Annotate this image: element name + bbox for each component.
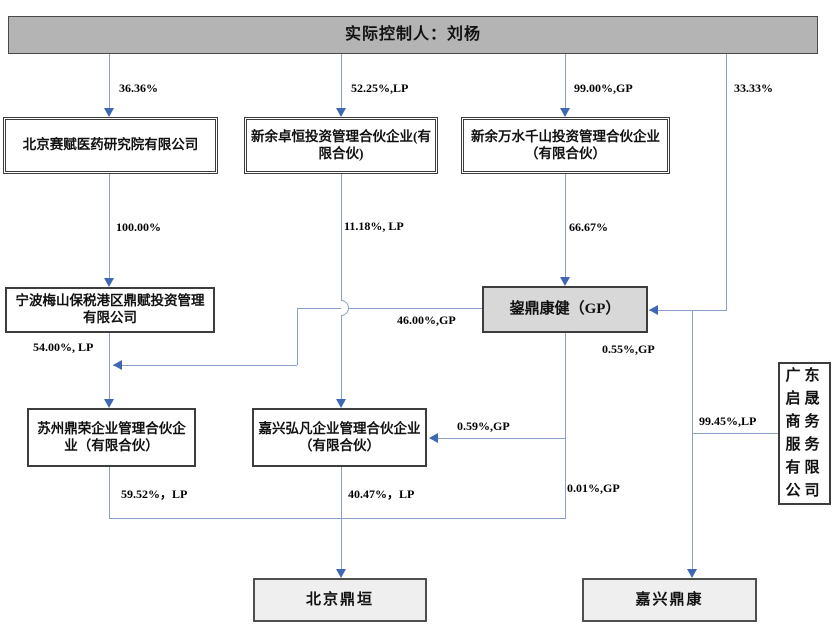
edge-controller-zhuoheng [341,54,342,116]
arrow-into-yunding-right [649,305,658,315]
edge-controller-wanshui [565,54,566,116]
edge-label-33-33: 33.33% [734,81,773,95]
edge-controller-saifu [109,54,110,116]
edge-label-40-47: 40.47%，LP [348,487,415,501]
arrow-into-wanshui [560,108,570,117]
edge-label-11-18: 11.18%, LP [344,219,404,233]
node-actual-controller-label: 实际控制人：刘杨 [344,26,481,43]
edge-yunding-hongfan [430,438,565,439]
node-xinyu-zhuoheng-label: 新余卓恒投资管理合伙企业(有限合伙) [251,128,431,161]
node-yunding-kangjian: 鋆鼎康健（GP） [482,286,648,333]
edge-yunding-suzhou-h1 [297,308,482,309]
edge-label-99-45: 99.45%,LP [699,414,757,428]
edge-wanshui-yunding [565,173,566,281]
edge-yunding-suzhou-v [297,308,298,365]
arrow-into-ningbo [104,278,114,287]
node-xinyu-wanshuiqianshan: 新余万水千山投资管理合伙企业（有限合伙） [461,117,670,174]
node-jiaxing-dingkang-label: 嘉兴鼎康 [635,591,704,608]
node-beijing-saifu-label: 北京赛赋医药研究院有限公司 [22,137,199,153]
node-ningbo-meishan-label: 宁波梅山保税港区鼎赋投资管理有限公司 [15,293,205,325]
edge-controller-yunding-vert [726,54,727,310]
arrow-into-hongfan-right [429,433,438,443]
node-jiaxing-hongfan: 嘉兴弘凡企业管理合伙企业（有限合伙） [252,408,427,467]
node-ningbo-meishan: 宁波梅山保税港区鼎赋投资管理有限公司 [5,287,215,333]
edge-label-99-00: 99.00%,GP [574,81,633,95]
node-guangdong-qisheng: 广东启晟商务服务有限公司 [778,362,831,505]
edge-label-0-59: 0.59%,GP [457,419,510,433]
node-beijing-dingyuan-label: 北京鼎垣 [305,591,374,608]
node-beijing-saifu: 北京赛赋医药研究院有限公司 [3,117,218,174]
node-suzhou-dingrong-label: 苏州鼎荣企业管理合伙企业（有限合伙） [37,420,186,453]
node-yunding-kangjian-label: 鋆鼎康健（GP） [509,301,621,318]
arrow-into-saifu [104,108,114,117]
arrow-into-zhuoheng [336,108,346,117]
node-xinyu-zhuoheng: 新余卓恒投资管理合伙企业(有限合伙) [244,117,438,174]
edge-guangdong-dingkang [692,433,778,434]
edge-label-0-01: 0.01%,GP [567,481,620,495]
edge-suzhou-collector [109,467,110,519]
node-jiaxing-hongfan-label: 嘉兴弘凡企业管理合伙企业（有限合伙） [258,420,421,453]
edge-label-100-00: 100.00% [116,220,161,234]
edge-label-66-67: 66.67% [569,220,608,234]
edge-controller-yunding-horiz [649,310,727,311]
arrow-into-dingkang [687,569,697,578]
node-actual-controller: 实际控制人：刘杨 [8,16,818,54]
edge-saifu-ningbo [109,173,110,283]
edge-label-36-36: 36.36% [119,81,158,95]
edge-label-52-25: 52.25%,LP [351,81,409,95]
edge-label-54-00: 54.00%, LP [33,340,94,354]
edge-label-59-52: 59.52%，LP [121,487,188,501]
edge-label-46-00: 46.00%,GP [397,313,456,327]
node-guangdong-qisheng-label: 广东启晟商务服务有限公司 [785,367,824,499]
node-jiaxing-dingkang: 嘉兴鼎康 [582,578,757,622]
arrow-into-yunding-top [560,277,570,286]
edge-yunding-dingkang-vert [692,310,693,572]
edge-yunding-bottom-vert [565,333,566,518]
arrow-into-suzhou [104,399,114,408]
arrow-into-dingyuan [336,569,346,578]
edge-zhuoheng-hongfan-upper [341,173,342,300]
edge-collector-dingyuan [109,518,566,519]
edge-label-0-55: 0.55%,GP [602,342,655,356]
node-xinyu-wanshuiqianshan-label: 新余万水千山投资管理合伙企业（有限合伙） [471,128,660,161]
line-jump-icon [341,300,349,316]
edge-yunding-suzhou-h2 [113,365,297,366]
node-beijing-dingyuan: 北京鼎垣 [253,578,427,622]
arrow-into-suzhou-line [113,360,122,370]
arrow-into-hongfan-top [336,399,346,408]
edge-zhuoheng-hongfan-lower [341,316,342,403]
node-suzhou-dingrong: 苏州鼎荣企业管理合伙企业（有限合伙） [27,408,196,467]
edge-ningbo-suzhou [109,332,110,403]
